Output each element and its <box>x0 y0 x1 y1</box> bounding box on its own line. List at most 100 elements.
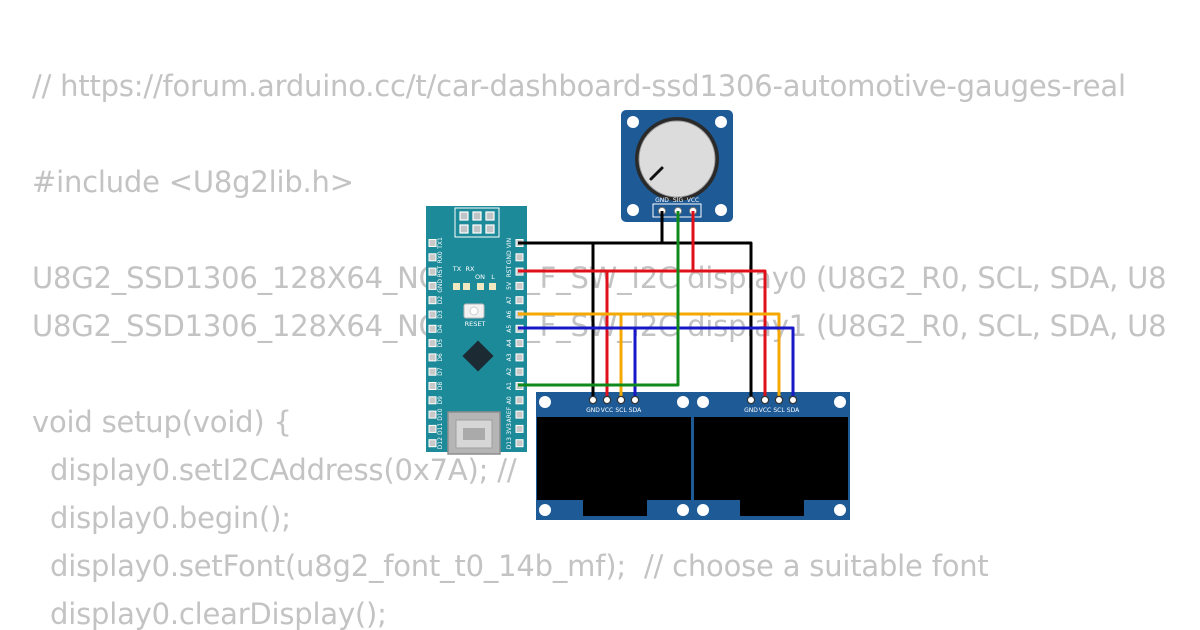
code-line: display0.clearDisplay(); <box>32 597 387 630</box>
nano-pin-label-right: A3 <box>506 353 513 361</box>
oled-left-pin-gnd: GND <box>586 407 600 414</box>
nano-pin-label-right: A0 <box>506 396 513 404</box>
code-line: // https://forum.arduino.cc/t/car-dashbo… <box>32 69 1126 103</box>
label-l: L <box>491 273 495 281</box>
led-tx <box>453 283 460 290</box>
nano-pin-left[interactable] <box>428 396 437 405</box>
nano-pin-label-right: GND <box>506 250 513 264</box>
oled-right-screen <box>694 417 848 500</box>
nano-pin-label-left: D6 <box>437 353 444 362</box>
oled-display-right[interactable]: GND VCC SCL SDA <box>693 392 850 520</box>
label-rx: RX <box>466 265 476 273</box>
wire-sda-left[interactable] <box>518 326 637 399</box>
potentiometer-knob[interactable] <box>638 120 716 198</box>
nano-pin-label-left: RX0 <box>437 251 444 263</box>
label-on: ON <box>475 273 485 281</box>
nano-pin-right[interactable] <box>515 296 524 305</box>
nano-pin-label-left: D8 <box>437 382 444 391</box>
nano-pin-label-left: D12 <box>437 437 444 449</box>
nano-pin-right[interactable] <box>515 439 524 448</box>
code-background: // https://forum.arduino.cc/t/car-dashbo… <box>32 68 1166 630</box>
nano-pin-right[interactable] <box>515 339 524 348</box>
nano-pin-label-left: D5 <box>437 339 444 348</box>
nano-pin-right[interactable] <box>515 281 524 290</box>
pot-pin-vcc: VCC <box>687 197 699 204</box>
nano-pin-left[interactable] <box>428 339 437 348</box>
pot-pin-sig: SIG <box>673 197 684 204</box>
pot-pin-gnd: GND <box>655 197 669 204</box>
oled-right-pin-sda: SDA <box>787 407 800 414</box>
nano-pin-left[interactable] <box>428 310 437 319</box>
oled-display-left[interactable]: GND VCC SCL SDA <box>536 392 693 520</box>
nano-pin-left[interactable] <box>428 367 437 376</box>
nano-pin-label-left: D3 <box>437 310 444 319</box>
nano-pin-left[interactable] <box>428 267 437 276</box>
nano-pin-right[interactable] <box>515 396 524 405</box>
oled-left-pin-vcc: VCC <box>601 407 613 414</box>
nano-pin-label-right: A7 <box>506 296 513 304</box>
nano-pin-label-right: A5 <box>506 325 513 333</box>
oled-left-pin-sda: SDA <box>629 407 642 414</box>
potentiometer-module[interactable]: GND SIG VCC <box>621 110 733 222</box>
nano-pin-left[interactable] <box>428 424 437 433</box>
led-on <box>477 283 484 290</box>
nano-pin-label-left: D7 <box>437 367 444 376</box>
code-line: display0.setFont(u8g2_font_t0_14b_mf); /… <box>32 549 989 583</box>
wire-scl-right[interactable] <box>621 312 781 399</box>
oled-right-pin-gnd: GND <box>744 407 758 414</box>
nano-pin-label-right: RST <box>506 265 513 277</box>
nano-pin-label-right: A1 <box>506 382 513 390</box>
nano-pin-label-left: D4 <box>437 324 444 333</box>
nano-pin-left[interactable] <box>428 410 437 419</box>
nano-pin-label-right: A6 <box>506 310 513 318</box>
nano-pin-right[interactable] <box>515 367 524 376</box>
nano-pin-left[interactable] <box>428 281 437 290</box>
nano-pin-left[interactable] <box>428 239 437 247</box>
nano-pin-left[interactable] <box>428 353 437 362</box>
nano-pin-label-left: D2 <box>437 296 444 305</box>
wire-gnd-left[interactable] <box>518 241 595 399</box>
code-line: U8G2_SSD1306_128X64_NONAME_F_SW_I2C disp… <box>32 261 1166 295</box>
microcontroller-chip <box>462 340 494 372</box>
nano-pin-label-left: TX1 <box>437 237 444 250</box>
nano-pin-label-right: D13 <box>506 437 513 449</box>
nano-pin-label-right: A4 <box>506 339 513 347</box>
nano-pin-label-right: 3V3 <box>506 423 513 435</box>
nano-pin-label-left: D9 <box>437 396 444 405</box>
nano-pin-right[interactable] <box>515 410 524 419</box>
nano-pin-left[interactable] <box>428 253 437 262</box>
nano-pin-right[interactable] <box>515 424 524 433</box>
nano-pin-label-right: 5V <box>506 281 513 290</box>
nano-pin-label-left: D11 <box>437 423 444 435</box>
nano-pin-left[interactable] <box>428 324 437 333</box>
code-line: display0.setI2CAddress(0x7A); // <box>32 453 526 487</box>
nano-pin-left[interactable] <box>428 296 437 305</box>
nano-pin-label-right: A2 <box>506 368 513 376</box>
nano-pin-label-right: AREF <box>506 406 513 422</box>
wire-5v-right[interactable] <box>607 269 767 399</box>
code-line: void setup(void) { <box>32 405 292 439</box>
nano-pin-right[interactable] <box>515 253 524 262</box>
label-reset: RESET <box>465 320 486 328</box>
nano-pin-label-left: RST <box>437 265 444 277</box>
nano-pin-label-left: GND <box>437 279 444 293</box>
label-tx: TX <box>452 265 462 273</box>
nano-pin-left[interactable] <box>428 439 437 448</box>
code-line: display0.begin(); <box>32 501 291 535</box>
oled-right-pin-vcc: VCC <box>759 407 771 414</box>
led-l <box>489 283 496 290</box>
nano-pin-right[interactable] <box>515 353 524 362</box>
oled-left-screen <box>537 417 691 500</box>
wire-gnd-right[interactable] <box>662 241 753 399</box>
nano-pin-left[interactable] <box>428 382 437 390</box>
oled-right-pin-scl: SCL <box>773 407 785 414</box>
code-line: #include <U8g2lib.h> <box>32 165 354 199</box>
oled-left-pin-scl: SCL <box>615 407 627 414</box>
nano-pin-label-right: VIN <box>506 238 513 248</box>
wire-sda-right[interactable] <box>635 326 795 399</box>
nano-pin-label-left: D10 <box>437 408 444 420</box>
led-rx <box>463 283 470 290</box>
wire-sig-a0[interactable] <box>518 211 680 387</box>
